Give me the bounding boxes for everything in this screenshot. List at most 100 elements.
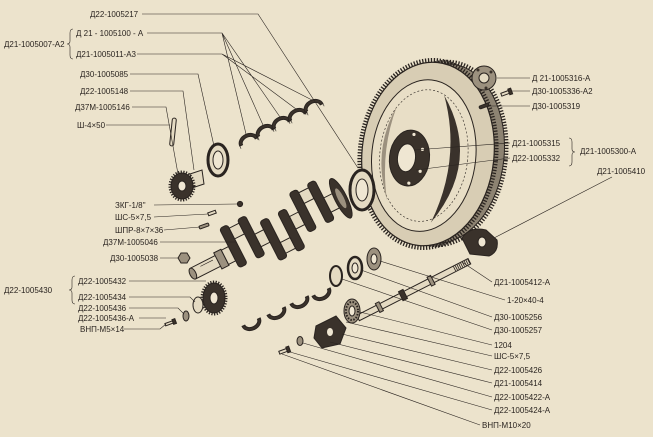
assembly-label: Д21-1005007-А2 (4, 40, 65, 49)
flange-hole (476, 68, 480, 72)
crankshaft-flange-center (335, 188, 347, 209)
flywheel-washer (348, 168, 376, 212)
ring-inner (370, 253, 378, 265)
shell-body (287, 107, 308, 122)
ball-bearing-1204 (343, 298, 361, 324)
part-label: Д 21-1005316-А (532, 74, 591, 83)
part-label: Д22-1005217 (90, 10, 139, 19)
assembly-label: Д21-1005300-А (580, 147, 637, 156)
brace-flywheel-group (568, 137, 576, 167)
part-label: Д22-1005436-А (78, 314, 135, 323)
key-body (198, 222, 210, 230)
part-label: Д37М-1005046 (103, 238, 158, 247)
bolt (207, 209, 217, 217)
shell-body (303, 98, 324, 113)
flywheel-hub-bore (396, 143, 417, 173)
leader-line (360, 269, 493, 318)
key (198, 222, 210, 230)
shaft-collar (374, 301, 385, 314)
crankshaft-nose-end (188, 267, 198, 280)
part-label: Д30-1005336-А2 (532, 87, 593, 96)
part-label: Д22-1005436 (78, 304, 127, 313)
washer-inner (355, 178, 369, 202)
leader-line (142, 13, 359, 169)
leader-line (281, 353, 481, 426)
flywheel-bolt-hole (418, 169, 422, 173)
part-label: Д22-1005426 (494, 366, 543, 375)
pin-body (169, 117, 177, 147)
leader-line (132, 106, 179, 175)
leader-line (493, 176, 613, 239)
upper-bearing-shells (238, 98, 325, 149)
leader-line (153, 213, 209, 218)
brace-crankshaft-group (66, 28, 74, 60)
part-label: Д22-1005148 (80, 87, 129, 96)
shaft-bolt (278, 345, 292, 355)
part-label: Д30-1005256 (494, 313, 543, 322)
leader-line (341, 278, 493, 331)
small-washer (296, 336, 304, 346)
part-label: Д30-1005319 (532, 102, 581, 111)
shell-edge (256, 128, 277, 140)
bearing-shell (287, 107, 309, 124)
gear-washer (192, 296, 204, 314)
brace-gear-group (68, 275, 76, 305)
flange-center (478, 72, 490, 84)
crankshaft-web (219, 225, 247, 268)
bearing-shell (289, 295, 310, 310)
gear-hub (209, 291, 219, 305)
screw-shank (500, 89, 510, 97)
crankshaft-web (289, 189, 317, 232)
bearing-shell (238, 132, 260, 149)
part-label: ВНП-М5×14 (80, 325, 125, 334)
leader-line (130, 90, 195, 171)
part-label: Д 21 - 1005100 - А (76, 29, 144, 38)
leader-line (359, 311, 493, 346)
shell-edge (239, 137, 260, 149)
flywheel-shading-left (381, 106, 397, 200)
flywheel-bolt-hole (407, 181, 411, 185)
bearing-shell (311, 287, 332, 302)
crankshaft (188, 177, 353, 280)
part-label: Д37М-1005146 (75, 103, 130, 112)
labels-right: Д 21-1005316-А Д30-1005336-А2 Д30-100531… (482, 74, 646, 430)
shell-body (311, 287, 332, 302)
shell-body (266, 306, 287, 321)
shell-edge (288, 112, 309, 124)
shell-edge (272, 120, 293, 132)
leader-line (461, 261, 493, 283)
part-label: Д21-1005410 (597, 167, 646, 176)
leader-lines (106, 13, 613, 426)
leader-line (129, 296, 196, 303)
gear-teeth (200, 280, 228, 316)
shell-body (241, 317, 262, 332)
crankshaft-nut (177, 252, 191, 264)
screw-head (171, 317, 178, 325)
screw-shank (164, 320, 174, 327)
part-label: Д21-1005414 (494, 379, 543, 388)
gear-hub (177, 180, 187, 192)
flange-hole (489, 70, 493, 74)
ring-inner (351, 262, 359, 274)
part-label: Д21-1005315 (512, 139, 561, 148)
shaft-collar (397, 288, 409, 302)
leader-line (379, 260, 506, 301)
leader-line (124, 323, 167, 330)
bolt-head (285, 345, 292, 354)
shell-body (289, 295, 310, 310)
oil-seal-ring (206, 142, 230, 178)
flange-hole (484, 86, 488, 90)
lower-bearing-shells (241, 287, 332, 332)
leader-line (302, 342, 493, 398)
leader-line (329, 341, 493, 384)
part-label: Д30-1005257 (494, 326, 543, 335)
part-label: ШС-5×7,5 (494, 352, 531, 361)
leader-line (221, 32, 313, 135)
crankshaft-gear (168, 170, 196, 202)
part-label: ЗКГ-1/8'' (115, 201, 146, 210)
flywheel-bolt-hole (412, 132, 416, 137)
flywheel-ring-gear (357, 57, 499, 251)
assembly-label: Д22-1005430 (4, 286, 53, 295)
bearing-shell (266, 306, 287, 321)
shell-edge (304, 103, 325, 115)
